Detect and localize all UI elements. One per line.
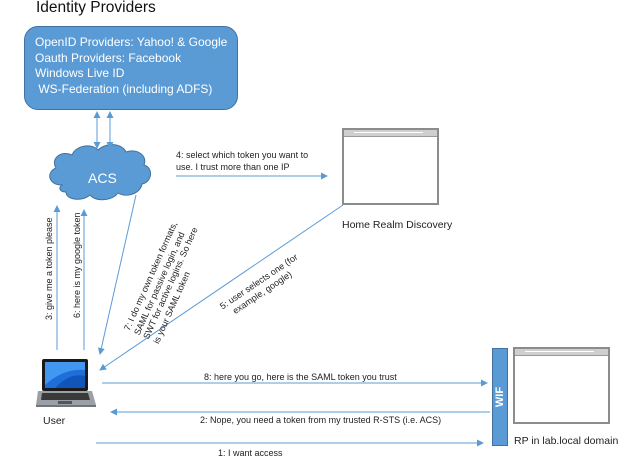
wif-label: WIF	[494, 386, 506, 408]
acs-cloud-icon	[49, 144, 151, 201]
idp-ws-federation: WS-Federation (including ADFS)	[35, 81, 213, 96]
wif-module: WIF	[492, 348, 508, 446]
step-8-label: 8: here you go, here is the SAML token y…	[204, 372, 397, 382]
laptop-icon	[36, 359, 96, 407]
arrow-step-5	[99, 204, 344, 371]
step-3-label: 3: give me a token please	[44, 217, 54, 320]
idp-oauth: Oauth Providers: Facebook	[35, 50, 182, 65]
step-1-label: 1: I want access	[218, 448, 283, 458]
browser-address-bar	[344, 130, 437, 137]
arrow-step-7	[97, 194, 137, 355]
idp-openid: OpenID Providers: Yahoo! & Google	[35, 35, 228, 49]
browser-address-bar	[515, 349, 608, 356]
rp-browser-window	[513, 347, 610, 424]
step-4-label: 4: select which token you want to use. I…	[176, 150, 309, 172]
rp-label: RP in lab.local domain	[514, 435, 619, 447]
identity-providers-box: OpenID Providers: Yahoo! & Google Oauth …	[24, 26, 238, 110]
diagram-title: Identity Providers	[36, 0, 156, 16]
idp-windows-live: Windows Live ID	[35, 66, 125, 80]
home-realm-label: Home Realm Discovery	[342, 219, 453, 231]
home-realm-browser-window	[342, 128, 439, 205]
acs-label: ACS	[88, 170, 117, 186]
step-2-label: 2: Nope, you need a token from my truste…	[200, 415, 442, 425]
step-6-label: 6: here is my google token	[72, 212, 82, 318]
user-label: User	[43, 415, 66, 427]
